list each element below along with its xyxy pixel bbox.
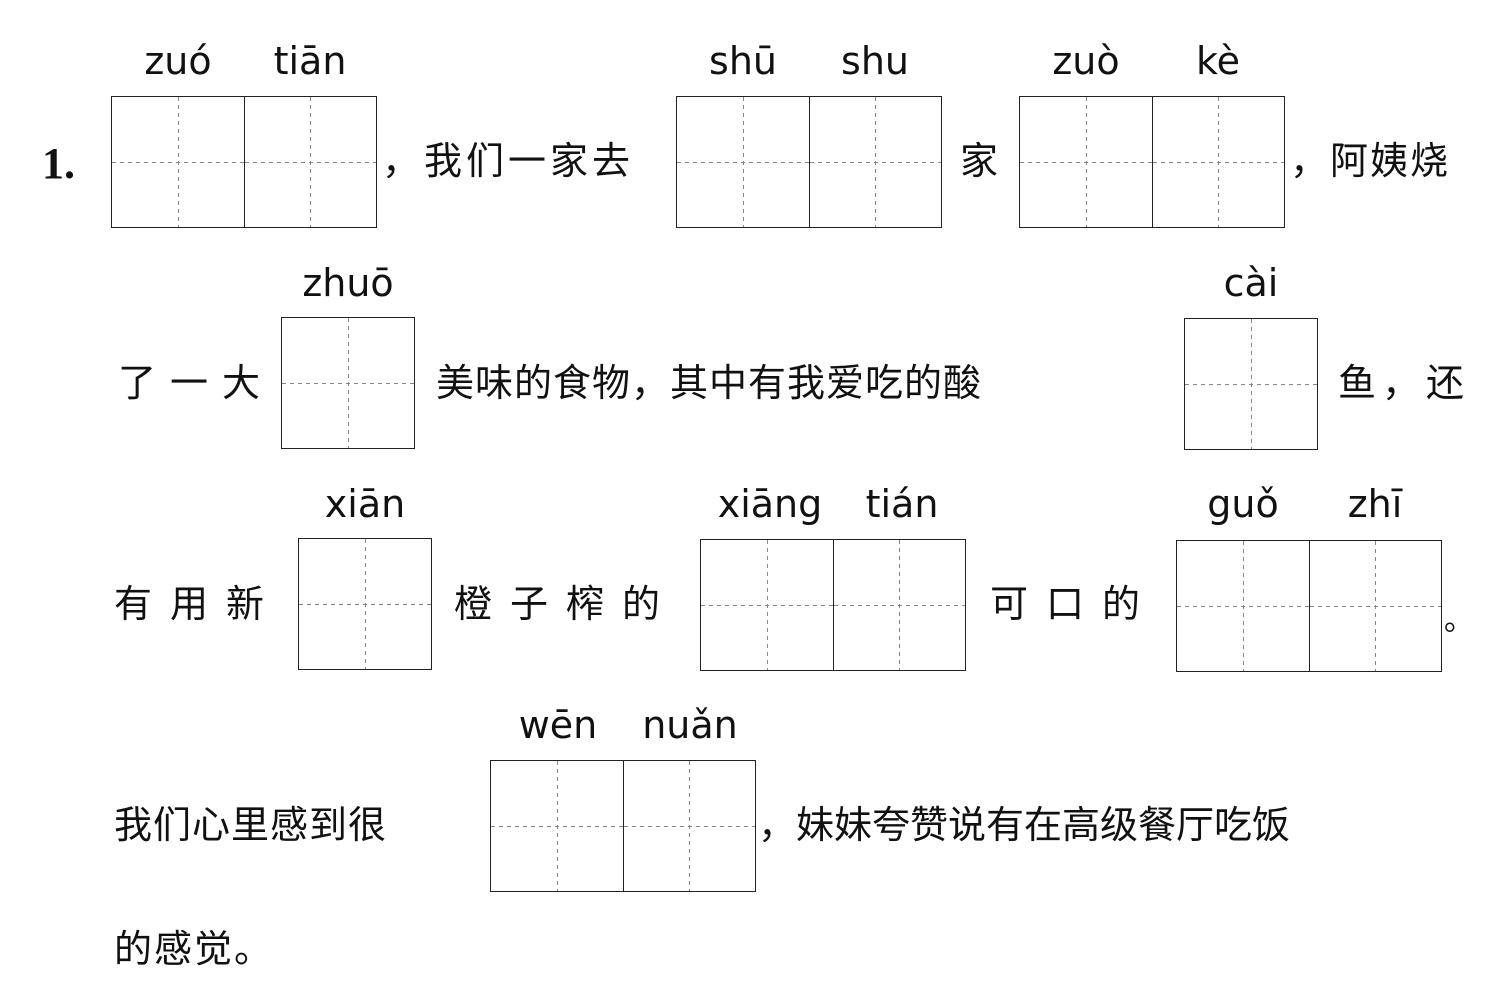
pinyin-label: kè [1195,39,1241,83]
tianzige-cell[interactable] [1177,541,1309,671]
tianzige-cell[interactable] [623,761,755,891]
sentence-text: 我们心里感到很 [114,803,388,847]
tianzige-cell[interactable] [244,97,376,227]
tianzige-cell[interactable] [112,97,244,227]
pinyin-label: nuǎn [642,703,738,747]
sentence-text: 橙子榨的 [454,582,679,626]
pinyin-label: xiān [324,482,406,526]
pinyin-label: shu [841,39,909,83]
pinyin-label: tián [865,482,939,526]
writing-box-zuotian[interactable] [111,96,377,228]
writing-box-xian[interactable] [298,538,432,670]
pinyin-label: zuó [144,39,212,83]
sentence-text: ，妹妹夸赞说有在高级餐厅吃饭 [758,803,1291,847]
tianzige-cell[interactable] [833,540,965,670]
writing-box-cai[interactable] [1184,318,1318,450]
pinyin-label: tiān [273,39,347,83]
sentence-text: 可口的 [990,582,1159,626]
pinyin-label: zhuō [302,261,394,305]
sentence-text: ，我们一家去 [382,139,635,183]
sentence-text: 有用新 [114,582,283,626]
tianzige-cell[interactable] [1185,319,1317,449]
tianzige-cell[interactable] [491,761,623,891]
question-number: 1. [42,139,75,188]
pinyin-label: zuò [1052,39,1120,83]
sentence-text: 的感觉。 [114,927,275,971]
writing-box-shushu[interactable] [676,96,942,228]
sentence-text: 家 [960,139,1003,183]
sentence-text: ，阿姨烧 [1290,139,1451,183]
sentence-text: 了一大 [118,361,275,405]
tianzige-cell[interactable] [1020,97,1152,227]
pinyin-label: zhī [1347,482,1403,526]
pinyin-label: guǒ [1207,482,1279,526]
pinyin-label: cài [1223,261,1279,305]
pinyin-label: wēn [518,703,598,747]
writing-box-wennuan[interactable] [490,760,756,892]
tianzige-cell[interactable] [282,318,414,448]
writing-box-guozhi[interactable] [1176,540,1442,672]
sentence-text: 鱼，还 [1338,361,1471,405]
tianzige-cell[interactable] [299,539,431,669]
pinyin-label: xiāng [717,482,823,526]
writing-box-zuoke[interactable] [1019,96,1285,228]
writing-box-zhuo[interactable] [281,317,415,449]
tianzige-cell[interactable] [809,97,941,227]
sentence-text: 。 [1444,603,1474,638]
tianzige-cell[interactable] [1152,97,1284,227]
tianzige-cell[interactable] [1309,541,1441,671]
tianzige-cell[interactable] [701,540,833,670]
pinyin-label: shū [709,39,777,83]
sentence-text: 美味的食物，其中有我爱吃的酸 [436,361,983,405]
writing-box-xiangtian[interactable] [700,539,966,671]
tianzige-cell[interactable] [677,97,809,227]
